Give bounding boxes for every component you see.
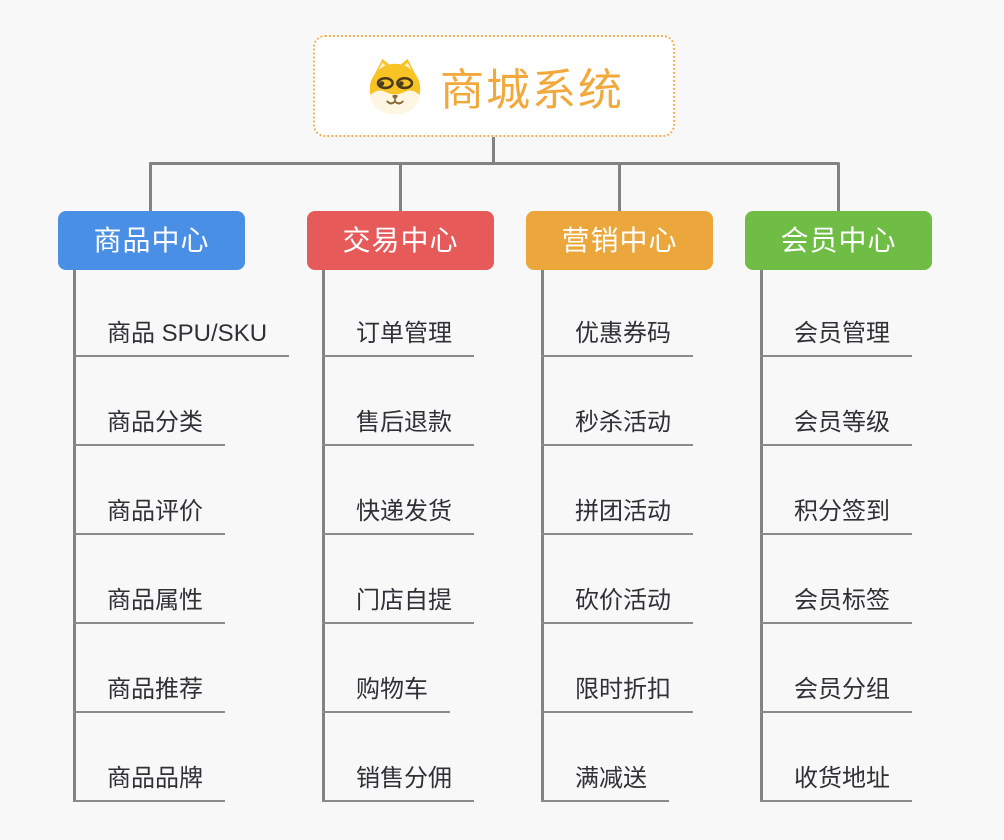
leaf-item[interactable]: 购物车 bbox=[322, 673, 450, 713]
root-title: 商城系统 bbox=[440, 66, 624, 115]
connector-drop-3 bbox=[618, 162, 621, 212]
leaf-item[interactable]: 商品分类 bbox=[73, 406, 225, 446]
branch-node-trade-center[interactable]: 交易中心 bbox=[307, 211, 494, 270]
leaf-item[interactable]: 限时折扣 bbox=[541, 673, 693, 713]
leaf-item[interactable]: 销售分佣 bbox=[322, 762, 474, 802]
leaf-item[interactable]: 会员标签 bbox=[760, 584, 912, 624]
leaf-item[interactable]: 会员管理 bbox=[760, 317, 912, 357]
leaf-item[interactable]: 砍价活动 bbox=[541, 584, 693, 624]
leaf-item[interactable]: 秒杀活动 bbox=[541, 406, 693, 446]
connector-branch-trunk bbox=[760, 270, 763, 800]
leaf-item[interactable]: 门店自提 bbox=[322, 584, 474, 624]
dog-face-icon bbox=[369, 58, 421, 115]
leaf-item[interactable]: 商品推荐 bbox=[73, 673, 225, 713]
leaf-item[interactable]: 商品属性 bbox=[73, 584, 225, 624]
connector-branch-trunk bbox=[541, 270, 544, 800]
connector-branch-trunk bbox=[322, 270, 325, 800]
leaf-item[interactable]: 拼团活动 bbox=[541, 495, 693, 535]
leaf-item[interactable]: 优惠券码 bbox=[541, 317, 693, 357]
leaf-item[interactable]: 商品 SPU/SKU bbox=[73, 317, 290, 357]
branch-node-marketing-center[interactable]: 营销中心 bbox=[526, 211, 713, 270]
leaf-item[interactable]: 售后退款 bbox=[322, 406, 474, 446]
connector-drop-2 bbox=[399, 162, 402, 212]
branch-node-product-center[interactable]: 商品中心 bbox=[58, 211, 245, 270]
leaf-item[interactable]: 订单管理 bbox=[322, 317, 474, 357]
leaf-item[interactable]: 快递发货 bbox=[322, 495, 474, 535]
root-node[interactable]: 商城系统 bbox=[313, 35, 675, 137]
connector-drop-4 bbox=[837, 162, 840, 212]
leaf-item[interactable]: 会员等级 bbox=[760, 406, 912, 446]
connector-bus bbox=[149, 162, 839, 165]
branch-node-member-center[interactable]: 会员中心 bbox=[745, 211, 932, 270]
connector-drop-1 bbox=[149, 162, 152, 212]
leaf-item[interactable]: 商品品牌 bbox=[73, 762, 225, 802]
leaf-item[interactable]: 满减送 bbox=[541, 762, 669, 802]
leaf-item[interactable]: 会员分组 bbox=[760, 673, 912, 713]
connector-root-trunk bbox=[492, 136, 495, 164]
leaf-item[interactable]: 商品评价 bbox=[73, 495, 225, 535]
leaf-item[interactable]: 收货地址 bbox=[760, 762, 912, 802]
leaf-item[interactable]: 积分签到 bbox=[760, 495, 912, 535]
connector-branch-trunk bbox=[73, 270, 76, 800]
